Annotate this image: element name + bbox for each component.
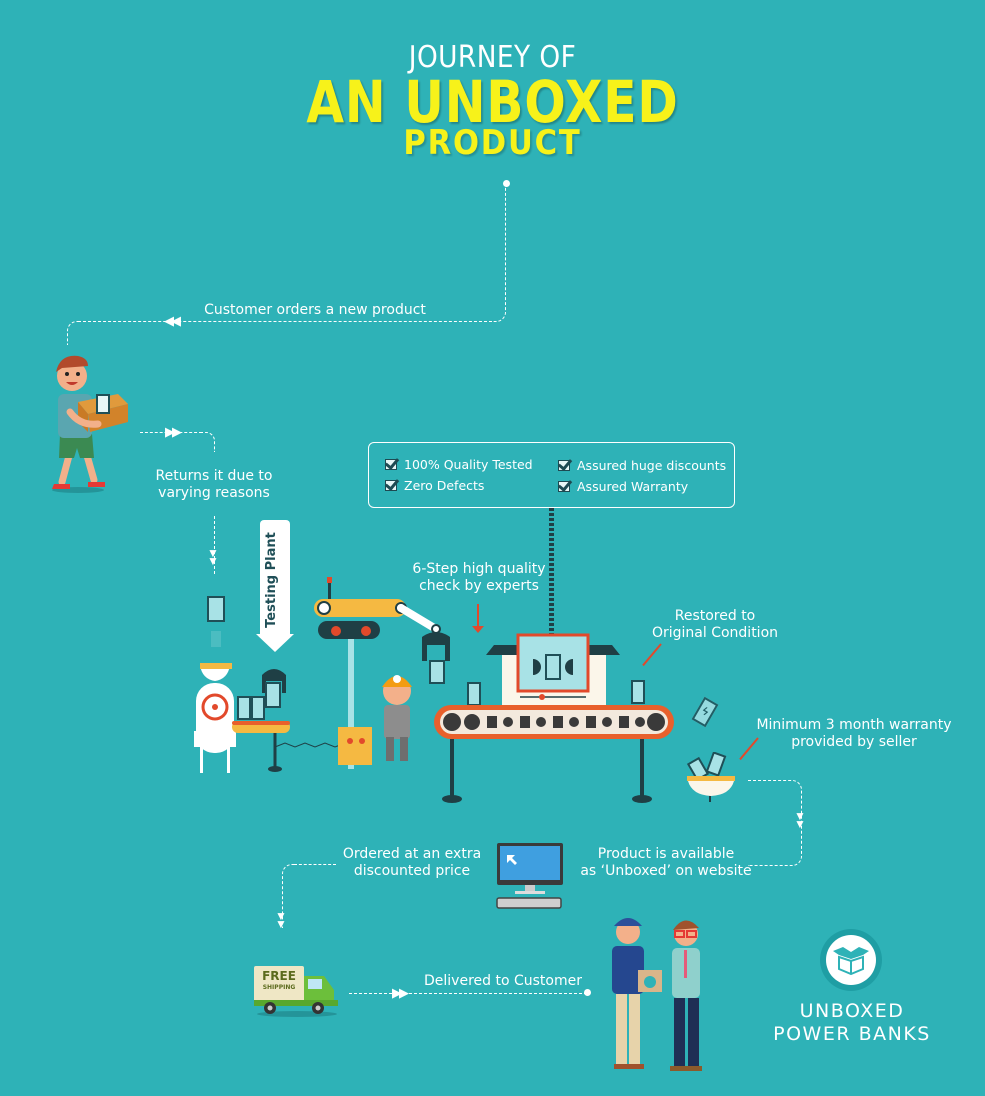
step-order-label: Customer orders a new product [204,302,426,318]
flow-connector [349,993,587,994]
floating-phone-icon: ϟ [691,696,719,728]
red-arrow-head [472,626,484,633]
flow-connector [748,780,802,866]
step-available-label: Product is available as ‘Unboxed’ on web… [580,846,752,879]
delivery-handover-illustration [604,912,720,1078]
flow-end-dot [584,989,591,996]
flow-connector [67,321,81,345]
flow-connector [140,432,202,433]
checkbox-icon [558,460,570,471]
double-arrow-down-icon: ▼▼ [275,909,287,931]
output-bowl-illustration [684,751,738,802]
free-shipping-truck: FREE SHIPPING [252,964,342,1018]
customer-boy-illustration [40,352,135,494]
double-arrow-right-icon: ▶▶ [165,424,182,439]
title-line-3: PRODUCT [403,123,582,163]
checkbox-icon [385,459,397,470]
red-arrow-icon [477,604,479,630]
machine-chain [549,508,554,636]
step-warranty-label: Minimum 3 month warranty provided by sel… [756,717,952,750]
flow-connector [490,184,506,322]
step-delivered-label: Delivered to Customer [424,973,582,989]
flow-connector [294,864,336,865]
double-arrow-left-icon: ◀◀ [164,313,181,328]
title-line-2: AN UNBOXED [306,68,679,136]
double-arrow-down-icon: ▼▼ [207,546,219,568]
flow-connector [78,321,492,322]
feature-item: Zero Defects [385,478,484,493]
brand-name: UNBOXED POWER BANKS [773,1000,931,1045]
testing-plant-sign-arrow [256,634,294,652]
flow-connector [282,864,296,928]
flow-connector [200,432,215,452]
testing-plant-sign [260,520,290,636]
computer-illustration [495,843,565,911]
open-box-icon [833,947,869,975]
step-return-label: Returns it due to varying reasons [155,468,273,501]
feature-item: 100% Quality Tested [385,457,533,472]
flow-start-dot [503,180,510,187]
flow-connector [214,516,215,574]
testing-machinery-illustration [190,575,690,805]
checkbox-icon [385,480,397,491]
feature-item: Assured Warranty [558,479,688,494]
features-box: 100% Quality Tested Zero Defects Assured… [368,442,735,508]
feature-item: Assured huge discounts [558,458,726,473]
double-arrow-right-icon: ▶▶ [392,985,409,1000]
step-restored-label: Restored to Original Condition [651,608,779,641]
step-check-label: 6-Step high quality check by experts [412,561,546,594]
step-ordered-label: Ordered at an extra discounted price [342,846,482,879]
double-arrow-down-icon: ▼▼ [794,809,806,831]
checkbox-icon [558,481,570,492]
title-line-1: JOURNEY OF [408,40,577,75]
brand-logo [820,929,882,991]
